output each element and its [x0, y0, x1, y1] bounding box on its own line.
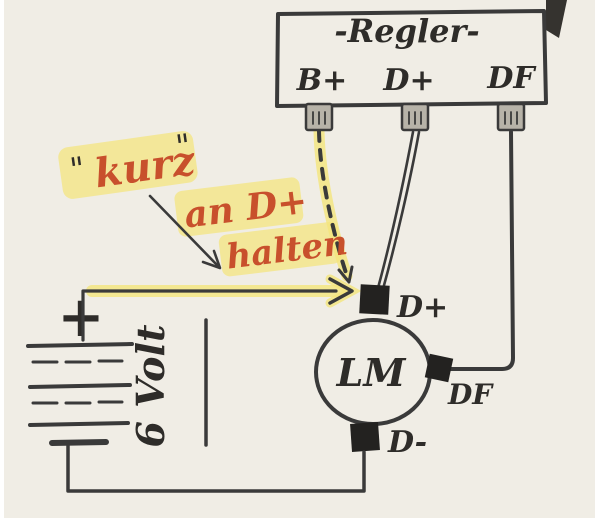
annotation-arrowhead-icon — [201, 249, 222, 270]
regler-title: -Regler- — [334, 12, 479, 50]
lm-terminal-dplus-label: D+ — [396, 290, 448, 325]
lm-terminal-df — [424, 353, 454, 383]
dashed-wire-arrowhead-icon — [337, 265, 354, 284]
wire-bplus-dashed — [317, 129, 349, 278]
battery-voltage-label: 6 Volt — [128, 324, 173, 447]
wire-dplus — [376, 130, 415, 290]
regler-terminal-blocks — [304, 102, 526, 132]
regler-terminal-label-bplus: B+ — [296, 63, 348, 98]
battery-symbol: + — [26, 284, 134, 446]
battery-plate-long — [28, 421, 130, 427]
battery-plate-long — [26, 342, 134, 348]
regler-terminal-label-df: DF — [486, 61, 537, 96]
annotation-quote-open: " — [67, 149, 87, 189]
annotation-arrow-shaft — [148, 194, 220, 268]
highlight-kurz — [58, 131, 198, 199]
lm-terminal-df-label: DF — [447, 378, 494, 411]
regler-terminal-label-dplus: D+ — [382, 63, 434, 98]
scan-artifact — [546, 0, 567, 38]
plus-wire-arrowhead-icon — [328, 277, 354, 305]
terminal-block-df — [496, 102, 526, 132]
highlight-an-dplus — [174, 177, 304, 237]
battery-plus-sign: + — [58, 284, 105, 350]
battery-plate-dashed — [31, 400, 124, 405]
wire-plus-to-dplus — [81, 289, 338, 342]
battery-plate-minus — [49, 439, 109, 446]
wire-minus-to-dminus — [66, 443, 366, 493]
battery-plate-dashed — [31, 359, 124, 364]
terminal-block-bplus — [304, 102, 334, 132]
lm-terminal-dminus — [350, 422, 380, 452]
annotation-quote-close: " — [173, 126, 193, 166]
terminal-block-dplus — [400, 102, 430, 132]
lm-terminal-dminus-label: D- — [387, 425, 427, 460]
highlight-halten — [218, 221, 342, 277]
lm-terminal-dplus — [359, 284, 390, 315]
wire-df — [448, 130, 515, 371]
regler-box — [275, 9, 548, 108]
wire-dplus-second-stroke — [381, 130, 421, 291]
battery-plate-long — [28, 383, 132, 389]
lm-label: LM — [336, 350, 407, 395]
